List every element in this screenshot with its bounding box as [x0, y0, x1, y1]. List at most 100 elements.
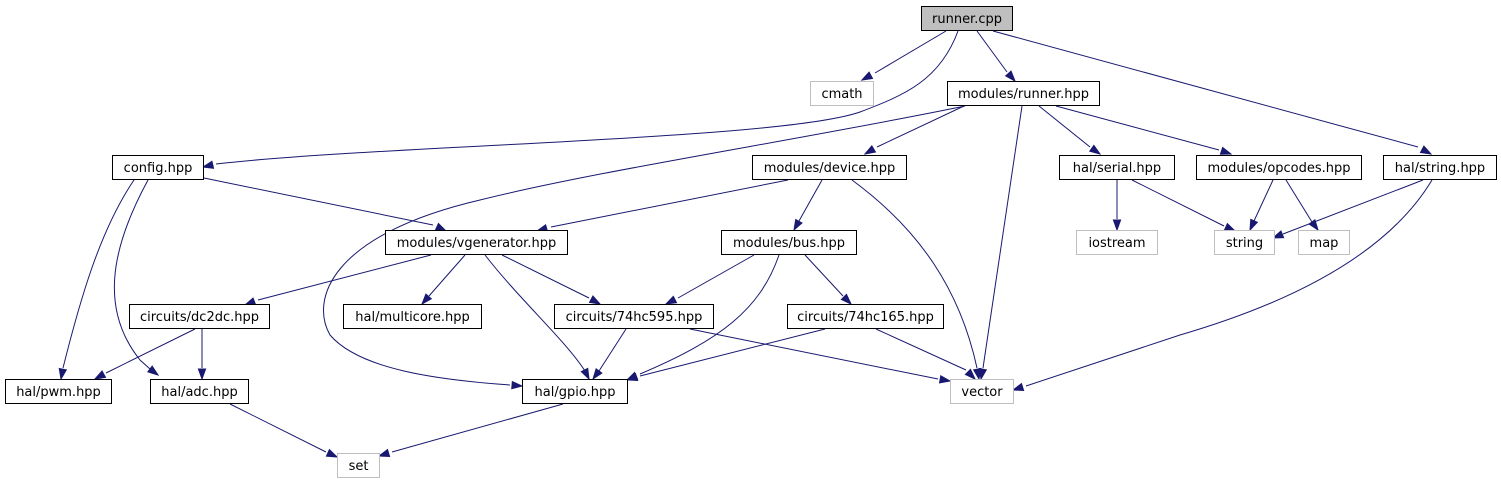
- node-modules-vgenerator[interactable]: modules/vgenerator.hpp: [385, 230, 568, 255]
- edge-hal_adc-to-set: [229, 403, 339, 458]
- node-modules-bus[interactable]: modules/bus.hpp: [721, 230, 857, 255]
- arrowhead-icon: [1308, 219, 1319, 232]
- node-circuits-74hc595[interactable]: circuits/74hc595.hpp: [554, 304, 714, 329]
- arrowhead-icon: [972, 367, 982, 381]
- edge-circuits_74hc165-to-vector: [875, 328, 977, 381]
- node-label: modules/runner.hpp: [958, 87, 1089, 102]
- arrowhead-icon: [377, 448, 391, 458]
- arrowhead-icon: [1088, 144, 1102, 155]
- arrowhead-icon: [58, 367, 68, 381]
- edge-modules_vgenerator-to-circuits_dc2dc: [243, 254, 432, 306]
- node-box: [554, 304, 714, 329]
- node-label: modules/opcodes.hpp: [1207, 161, 1350, 176]
- node-hal-string[interactable]: hal/string.hpp: [1383, 155, 1497, 180]
- edge-modules_vgenerator-to-circuits_74hc595: [501, 254, 602, 305]
- edge-modules_device-to-modules_vgenerator: [535, 179, 789, 233]
- node-box: [1196, 155, 1362, 180]
- node-iostream[interactable]: iostream: [1076, 230, 1158, 255]
- edge-modules_vgenerator-to-hal_multicore: [421, 254, 466, 306]
- edge-line: [1285, 179, 1313, 223]
- edge-line: [677, 254, 755, 299]
- edge-line: [1025, 179, 1433, 387]
- edge-line: [1253, 179, 1274, 222]
- edge-config-to-hal_pwm: [58, 179, 135, 381]
- node-hal-gpio[interactable]: hal/gpio.hpp: [522, 379, 628, 404]
- node-box: [112, 155, 204, 180]
- edge-line: [215, 30, 959, 165]
- node-hal-serial[interactable]: hal/serial.hpp: [1059, 155, 1175, 180]
- edge-line: [992, 30, 1419, 148]
- edge-line: [62, 179, 135, 369]
- edge-modules_vgenerator-to-hal_gpio: [484, 254, 590, 381]
- node-set[interactable]: set: [337, 453, 380, 478]
- node-modules-opcodes[interactable]: modules/opcodes.hpp: [1196, 155, 1362, 180]
- edge-hal_string-to-vector: [1011, 179, 1433, 392]
- node-label: circuits/dc2dc.hpp: [140, 310, 259, 325]
- node-label: hal/gpio.hpp: [535, 385, 616, 400]
- edge-line: [851, 179, 978, 369]
- arrowhead-icon: [664, 295, 678, 305]
- edge-line: [428, 254, 466, 297]
- node-box: [1383, 155, 1497, 180]
- arrowhead-icon: [1271, 230, 1285, 239]
- arrowhead-icon: [793, 218, 803, 232]
- arrowhead-icon: [1223, 222, 1237, 232]
- arrowhead-icon: [421, 293, 433, 306]
- node-string[interactable]: string: [1214, 230, 1275, 255]
- arrowhead-icon: [434, 222, 448, 232]
- node-box: [752, 155, 907, 180]
- edge-line: [1055, 105, 1220, 151]
- node-modules-device[interactable]: modules/device.hpp: [752, 155, 907, 180]
- node-config[interactable]: config.hpp: [112, 155, 204, 180]
- node-box: [810, 81, 874, 106]
- node-hal-pwm[interactable]: hal/pwm.hpp: [5, 379, 112, 404]
- arrowhead-icon: [93, 370, 107, 380]
- arrowhead-icon: [588, 295, 602, 305]
- edge-modules_bus-to-circuits_74hc165: [804, 254, 853, 306]
- edge-line: [876, 105, 965, 148]
- node-circuits-dc2dc[interactable]: circuits/dc2dc.hpp: [129, 304, 270, 329]
- edge-line: [874, 30, 947, 74]
- edge-hal_gpio-to-set: [377, 403, 564, 458]
- edge-modules_device-to-modules_bus: [793, 179, 823, 232]
- edge-line: [639, 328, 826, 377]
- edge-modules_runner-to-hal_serial: [1038, 105, 1102, 155]
- node-map[interactable]: map: [1298, 230, 1350, 255]
- node-box: [385, 230, 568, 255]
- node-circuits-74hc165[interactable]: circuits/74hc165.hpp: [787, 304, 944, 329]
- edge-circuits_dc2dc-to-hal_adc: [197, 329, 207, 381]
- node-runner-cpp[interactable]: runner.cpp: [921, 6, 1013, 31]
- node-label: vector: [961, 385, 1003, 400]
- node-label: hal/adc.hpp: [161, 385, 237, 400]
- node-box: [950, 379, 1014, 404]
- edge-line: [391, 403, 564, 453]
- edge-line: [113, 179, 151, 370]
- edge-line: [976, 30, 1008, 73]
- node-box: [787, 304, 944, 329]
- arrowhead-icon: [860, 71, 874, 81]
- edge-runner_cpp-to-modules_runner: [976, 30, 1016, 83]
- node-hal-multicore[interactable]: hal/multicore.hpp: [343, 304, 482, 329]
- edge-line: [484, 254, 586, 372]
- edge-line: [689, 328, 939, 380]
- edge-line: [1282, 179, 1424, 235]
- node-box: [129, 304, 270, 329]
- node-cmath[interactable]: cmath: [810, 81, 874, 106]
- edge-line: [875, 328, 967, 371]
- node-vector[interactable]: vector: [950, 379, 1014, 404]
- node-label: cmath: [821, 87, 862, 102]
- edge-line: [1131, 179, 1225, 227]
- arrowhead-icon: [325, 448, 339, 458]
- edge-hal_string-to-string: [1271, 179, 1424, 239]
- node-box: [337, 453, 380, 478]
- edge-line: [804, 254, 844, 297]
- node-label: circuits/74hc595.hpp: [566, 310, 703, 325]
- node-hal-adc[interactable]: hal/adc.hpp: [150, 379, 249, 404]
- node-box: [1298, 230, 1350, 255]
- edge-line: [229, 403, 327, 453]
- node-label: config.hpp: [124, 161, 193, 176]
- node-label: hal/multicore.hpp: [355, 310, 469, 325]
- node-modules-runner[interactable]: modules/runner.hpp: [947, 81, 1100, 106]
- arrowhead-icon: [1419, 145, 1433, 155]
